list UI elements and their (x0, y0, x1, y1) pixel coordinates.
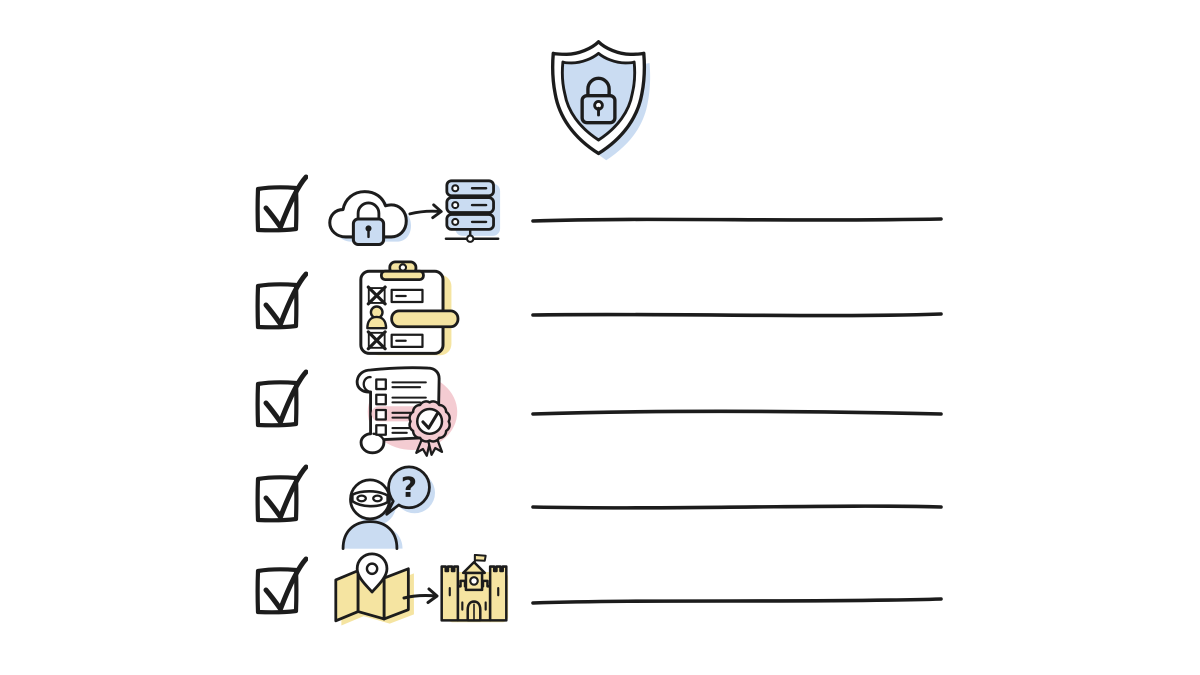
cloud-outline (328, 190, 408, 239)
flag (473, 553, 487, 562)
checkbox-box (255, 380, 299, 428)
map-panel (382, 567, 410, 621)
body-outline (341, 520, 399, 550)
ruled-line (531, 217, 943, 223)
scroll-top-curl (362, 375, 372, 394)
checkbox-row-2[interactable] (250, 271, 309, 335)
server-led (451, 184, 460, 193)
checkbox-row-1[interactable] (250, 174, 309, 238)
server-led (451, 217, 460, 226)
checkmark-icon (263, 174, 309, 230)
server-network-node (465, 234, 475, 243)
answer-line-5[interactable] (530, 592, 945, 611)
check-square (375, 408, 387, 421)
checkmark-icon (263, 464, 309, 520)
checkmark-icon (263, 271, 309, 327)
arrow-head (426, 587, 439, 604)
x-mark-icon (366, 285, 387, 306)
check-square (375, 393, 387, 406)
clipboard-clip-hole (398, 263, 408, 272)
text-lines (391, 427, 412, 434)
clipboard-access-list-icon (354, 260, 462, 363)
list-field (390, 288, 424, 304)
castle-icon (438, 553, 510, 628)
checkmark-icon (263, 556, 309, 612)
castle-roof (461, 560, 487, 575)
certified-document-scroll-icon (342, 360, 462, 464)
x-mark-icon (366, 330, 387, 351)
checkbox-row-3[interactable] (250, 369, 309, 433)
ruled-line (531, 504, 943, 510)
clipboard-clip-bar (379, 269, 425, 282)
answer-line-1[interactable] (530, 211, 945, 230)
check-square (375, 424, 387, 436)
denied-box (367, 331, 386, 349)
location-pin-dot (365, 562, 379, 576)
user-icon-body (366, 315, 388, 330)
checkbox-row-5[interactable] (250, 556, 309, 620)
checkbox-box (255, 185, 299, 233)
question-mark-glyph: ? (401, 471, 417, 504)
cloud-lock-shackle (356, 201, 381, 221)
arrow-shaft (402, 594, 438, 600)
answer-line-2[interactable] (530, 306, 945, 325)
highlighted-entry-bar (390, 309, 460, 329)
text-lines (391, 411, 414, 419)
map-panel (334, 569, 360, 623)
checkmark-icon (263, 369, 309, 425)
answer-line-4[interactable] (530, 498, 945, 517)
ruled-line (531, 597, 943, 605)
body-fill (343, 521, 397, 549)
arrow-shaft (408, 209, 442, 216)
arrow-head (431, 203, 443, 220)
text-lines (391, 381, 427, 389)
cloud-lock-keyhole (365, 225, 372, 232)
server-led (451, 201, 460, 210)
cloud-lock-icon (326, 184, 411, 258)
masked-person-question-icon: ? (331, 458, 435, 554)
text-lines (391, 396, 427, 404)
rosette-checkmark-icon (421, 412, 439, 430)
castle-window-slits (448, 587, 500, 611)
ruled-line (531, 312, 943, 318)
checkbox-box (255, 475, 299, 523)
arrow-right-icon (402, 586, 442, 612)
server-unit (445, 179, 495, 198)
arrow-right-icon (408, 201, 446, 227)
scroll-bottom-curl (372, 432, 386, 444)
mask-eye (372, 494, 383, 503)
list-field (390, 333, 424, 348)
castle-window-round (469, 576, 479, 586)
checkbox-box (255, 282, 299, 330)
answer-line-3[interactable] (530, 404, 945, 423)
check-square (375, 378, 387, 391)
padlock-shackle (586, 76, 611, 98)
speech-bubble (385, 465, 431, 516)
map-pin-icon (326, 552, 420, 636)
server-icon (444, 178, 502, 253)
ruled-line (531, 409, 943, 416)
server-unit (445, 196, 495, 214)
denied-box (367, 287, 386, 304)
checkbox-row-4[interactable] (250, 464, 309, 528)
mask-eye (356, 494, 367, 503)
checkbox-box (255, 567, 299, 615)
shield-lock-icon (543, 36, 655, 170)
